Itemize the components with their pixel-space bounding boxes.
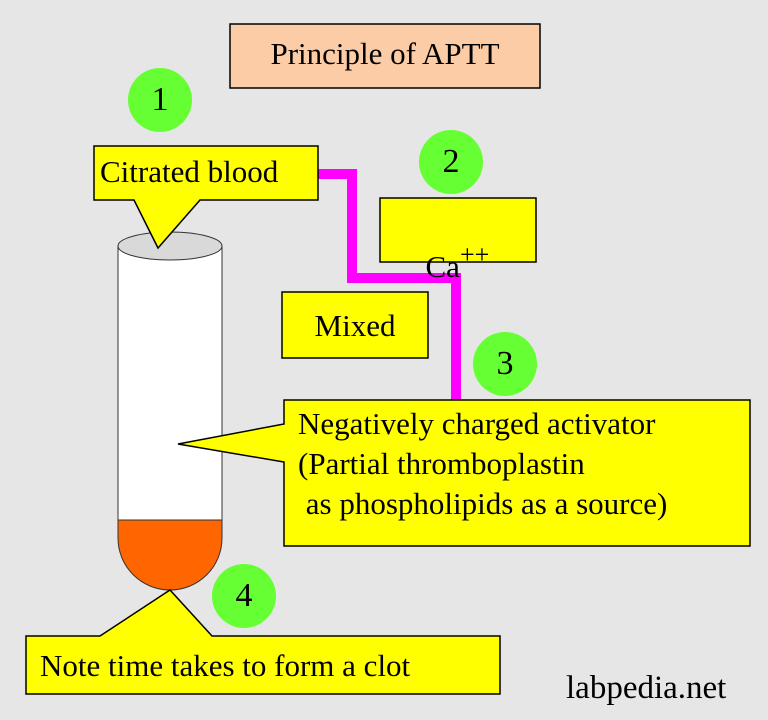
step-circle-3 — [473, 332, 537, 396]
calcium-charge: ++ — [459, 240, 490, 269]
callout-activator — [177, 399, 751, 547]
activator-line-1: Negatively charged activator — [298, 406, 656, 441]
connector-line — [318, 169, 461, 400]
step-number-4: 4 — [235, 577, 253, 614]
calcium-symbol: Ca — [425, 249, 460, 284]
callout-calcium — [379, 197, 537, 263]
step-circle-2 — [419, 130, 483, 194]
activator-line-2: (Partial thromboplastin — [298, 446, 585, 481]
callout-citrated-blood — [93, 145, 319, 250]
page-title: Principle of APTT — [270, 36, 500, 71]
step-circle-1 — [128, 68, 192, 132]
callout-note-time — [25, 589, 501, 695]
note-time-label: Note time takes to form a clot — [40, 648, 411, 683]
tube-contents — [117, 519, 223, 591]
watermark: labpedia.net — [566, 670, 727, 706]
step-number-3: 3 — [496, 345, 514, 382]
citrated-blood-label: Citrated blood — [100, 154, 279, 189]
step-number-1: 1 — [151, 81, 169, 118]
tube-cap — [117, 231, 223, 261]
mixed-box — [281, 291, 429, 359]
step-circle-4 — [212, 564, 276, 628]
step-number-2: 2 — [442, 143, 460, 180]
activator-line-3: as phospholipids as a source) — [298, 486, 668, 521]
mixed-label: Mixed — [314, 308, 396, 343]
title-box — [229, 23, 541, 89]
calcium-label: Ca++ — [410, 220, 490, 284]
test-tube-body — [117, 246, 223, 521]
